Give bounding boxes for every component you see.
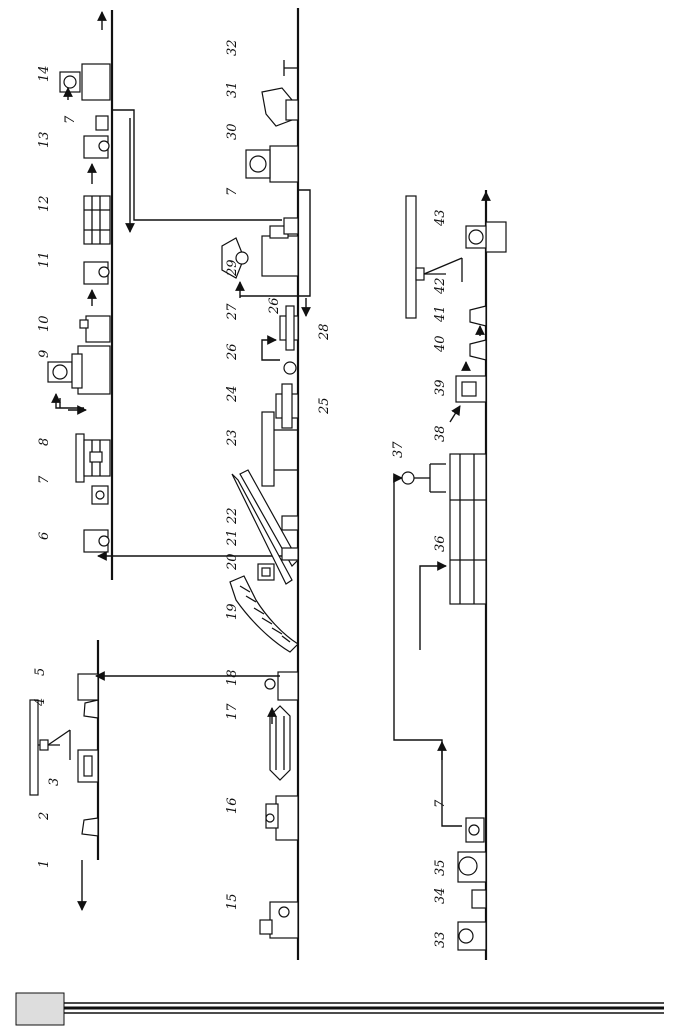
label-33: 33: [433, 931, 448, 948]
unit-12: [84, 196, 110, 244]
label-11: 11: [37, 251, 52, 268]
unit-15: [260, 902, 298, 938]
unit-11: [84, 262, 109, 284]
unit-33: [458, 922, 486, 950]
label-27: 27: [225, 303, 240, 321]
unit-6: [84, 530, 109, 552]
label-20: 20: [225, 553, 240, 571]
unit-36: [450, 454, 486, 604]
label-7-d: 7: [433, 799, 448, 808]
unit-27-28: [280, 306, 298, 350]
label-12: 12: [37, 195, 52, 212]
label-9: 9: [37, 350, 52, 358]
label-16: 16: [225, 797, 240, 814]
line-strip-a: [30, 640, 98, 910]
label-37: 37: [391, 441, 406, 458]
label-35: 35: [433, 859, 448, 876]
unit-31: [262, 88, 298, 126]
label-10: 10: [37, 315, 52, 332]
unit-43: [466, 222, 506, 252]
label-14: 14: [37, 65, 52, 82]
label-30: 30: [225, 123, 240, 140]
unit-35: [458, 852, 486, 882]
label-42: 42: [433, 277, 448, 295]
label-25: 25: [317, 397, 332, 415]
crane-3: [38, 730, 70, 760]
label-21: 21: [225, 529, 240, 547]
label-8: 8: [37, 438, 52, 446]
page-tab: [16, 993, 64, 1025]
unit-7-top: [96, 116, 108, 130]
label-34: 34: [433, 887, 448, 904]
unit-40: [470, 340, 486, 360]
label-40: 40: [433, 335, 448, 353]
unit-30: [246, 146, 298, 182]
conveyor-19: [230, 576, 298, 652]
label-23: 23: [225, 429, 240, 447]
unit-7-d: [466, 818, 484, 842]
label-17: 17: [225, 703, 240, 720]
label-43: 43: [433, 209, 448, 227]
label-7-top: 7: [63, 115, 78, 124]
table-23: [262, 412, 298, 486]
label-39: 39: [433, 379, 448, 396]
label-29: 29: [225, 259, 240, 277]
unit-39: [456, 376, 486, 402]
label-22: 22: [225, 507, 240, 525]
unit-7-c: [284, 218, 298, 234]
label-19: 19: [225, 603, 240, 620]
unit-32: [284, 60, 298, 76]
label-26-a: 26: [225, 343, 240, 361]
label-4: 4: [33, 698, 48, 707]
label-18: 18: [225, 669, 240, 686]
line-strip-c: [96, 8, 310, 960]
label-15: 15: [225, 893, 240, 910]
unit-4: [84, 700, 98, 718]
label-1: 1: [37, 860, 52, 868]
unit-17: [270, 706, 290, 780]
label-31: 31: [225, 81, 240, 98]
label-6: 6: [37, 532, 52, 540]
label-36: 36: [433, 535, 448, 552]
unit-10: [80, 316, 110, 342]
label-7-b: 7: [37, 475, 52, 484]
label-5: 5: [33, 668, 48, 676]
line-strip-d: [394, 190, 506, 960]
unit-9: [48, 346, 110, 394]
unit-5: [78, 674, 98, 700]
label-3: 3: [47, 778, 62, 786]
label-41: 41: [433, 305, 448, 323]
unit-13: [84, 136, 109, 158]
unit-16: [266, 796, 298, 840]
unit-37: [402, 472, 430, 484]
label-26-b: 26: [267, 297, 282, 315]
label-13: 13: [37, 131, 52, 148]
label-2: 2: [37, 812, 52, 821]
unit-1: [82, 818, 98, 836]
unit-24-25: [276, 384, 298, 428]
label-24: 24: [225, 385, 240, 403]
label-32: 32: [225, 39, 240, 56]
unit-41: [470, 306, 486, 326]
unit-7-b: [92, 486, 108, 504]
unit-8: [76, 434, 110, 482]
label-7-c: 7: [225, 187, 240, 196]
unit-38: [430, 464, 446, 492]
label-28: 28: [317, 323, 332, 341]
page-footer: [16, 993, 664, 1025]
unit-34: [472, 890, 486, 908]
label-38: 38: [433, 425, 448, 442]
unit-20: [258, 564, 274, 580]
